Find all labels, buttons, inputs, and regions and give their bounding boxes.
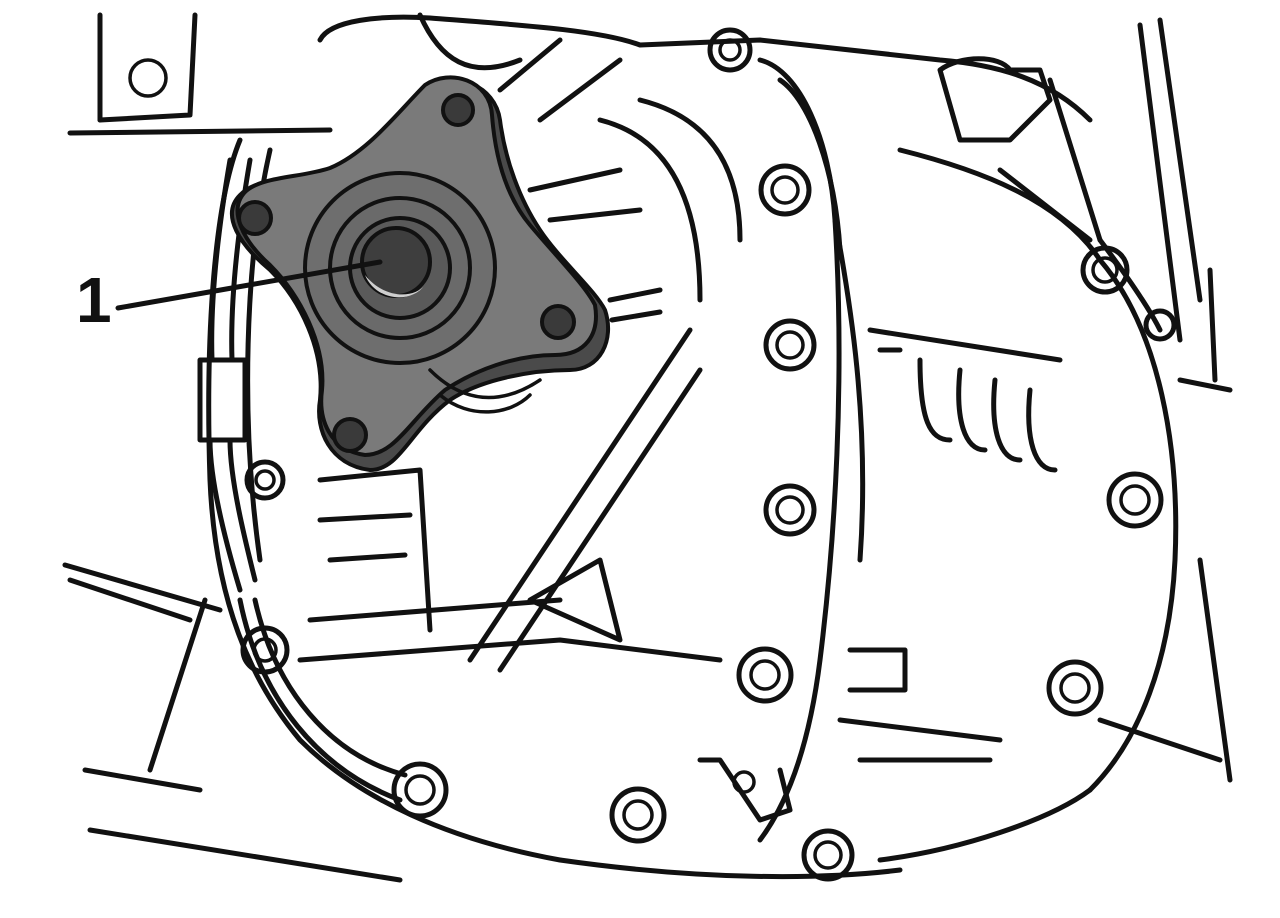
- bolt: [758, 163, 812, 217]
- bolt: [763, 318, 817, 372]
- bolts: [240, 27, 1177, 882]
- callout-label-1: 1: [76, 264, 112, 336]
- bolt: [763, 483, 817, 537]
- flange-bolt-hole: [540, 304, 576, 340]
- bolt: [707, 27, 753, 73]
- flange-bolt-hole: [441, 93, 475, 127]
- flange-bolt-hole: [237, 200, 273, 236]
- bolt: [1046, 659, 1104, 717]
- bolt: [609, 786, 667, 844]
- bolt: [391, 761, 449, 819]
- callout-leader-1: [115, 259, 383, 311]
- differential-cover: [697, 56, 1179, 863]
- bolt: [801, 828, 855, 882]
- bolt: [244, 459, 286, 501]
- bolt: [1143, 308, 1177, 342]
- bolt: [1080, 245, 1130, 295]
- brake-line: [197, 157, 408, 803]
- flange-bolt-hole: [332, 417, 368, 453]
- bolt: [1106, 471, 1164, 529]
- bolt: [736, 646, 794, 704]
- drive-flange: [229, 75, 611, 473]
- chassis-lines: [62, 12, 1233, 883]
